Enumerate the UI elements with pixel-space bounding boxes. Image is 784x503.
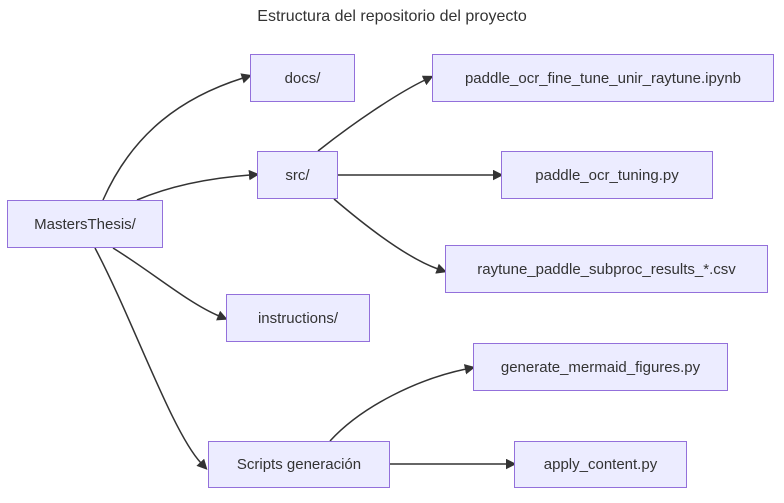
node-paddle-ocr-tuning-py: paddle_ocr_tuning.py	[501, 151, 713, 199]
node-raytune-paddle-subproc-results-csv: raytune_paddle_subproc_results_*.csv	[445, 245, 768, 293]
diagram-title: Estructura del repositorio del proyecto	[257, 8, 527, 25]
edge-src-ipynb	[317, 75, 434, 152]
edge-root-instructions	[112, 247, 228, 321]
node-instructions: instructions/	[226, 294, 370, 342]
node-apply-content-py: apply_content.py	[514, 441, 687, 488]
edge-root-docs	[102, 73, 253, 201]
edge-scripts-generate	[329, 364, 476, 442]
edge-root-src	[136, 169, 260, 201]
node-src: src/	[257, 151, 338, 199]
node-docs: docs/	[250, 54, 355, 102]
edge-src-csv	[333, 198, 447, 274]
node-generate-mermaid-figures-py: generate_mermaid_figures.py	[473, 343, 728, 391]
node-scripts-generacion: Scripts generación	[208, 441, 390, 488]
edge-root-scripts	[94, 247, 208, 470]
node-mastersthesis: MastersThesis/	[7, 200, 163, 248]
node-paddle-ocr-fine-tune-unir-raytune-ipynb: paddle_ocr_fine_tune_unir_raytune.ipynb	[432, 54, 774, 102]
